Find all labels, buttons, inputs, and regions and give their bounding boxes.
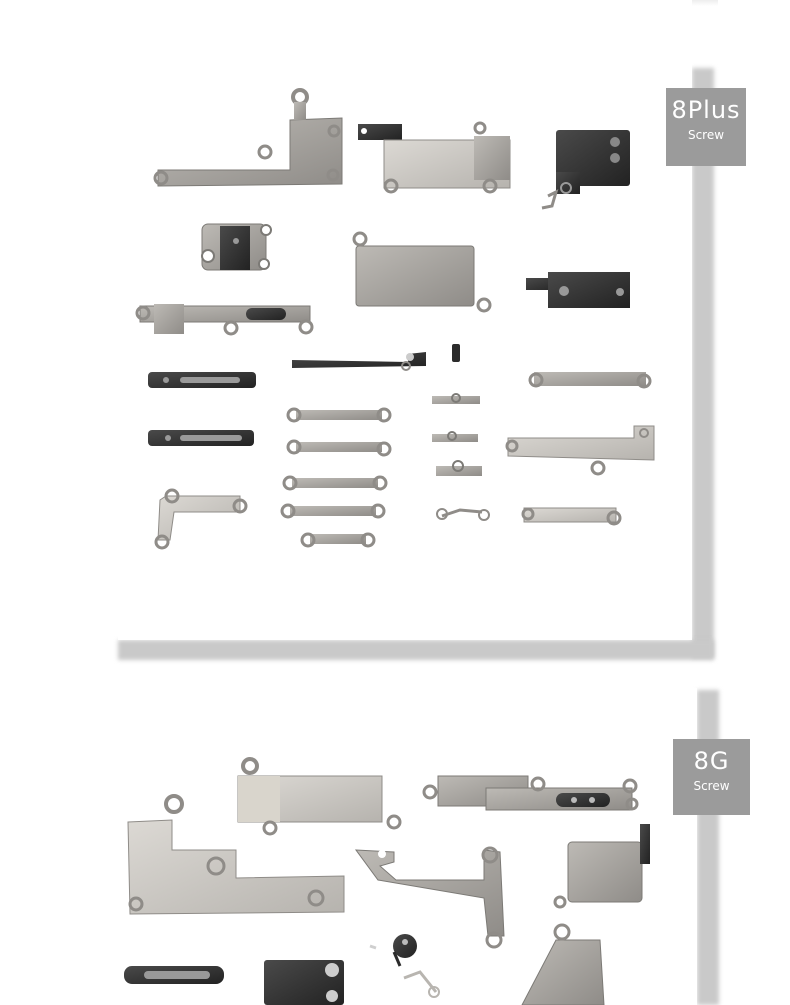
badge-subtitle: Screw [693,779,730,793]
metal-bracket-icon [286,439,392,457]
metal-bracket-icon [300,532,376,548]
metal-bracket-icon [292,352,426,371]
metal-bracket-icon [124,966,224,984]
metal-bracket-icon [352,231,492,313]
metal-bracket-icon [154,488,248,550]
metal-bracket-icon [432,393,480,404]
badge-subtitle: Screw [687,128,725,142]
metal-bracket-icon [135,304,314,336]
metal-bracket-icon [354,846,505,949]
metal-bracket-icon [264,960,344,1005]
metal-bracket-icon [148,372,256,388]
badge-title: 8Plus [671,96,741,124]
model-badge-8plus: 8Plus Screw [666,88,746,166]
model-badge-8g: 8G Screw [673,739,750,815]
metal-bracket-icon [436,460,482,476]
metal-bracket-icon [505,425,655,476]
metal-bracket-icon [521,923,605,1005]
metal-bracket-icon [526,272,630,308]
badge-title: 8G [693,747,730,775]
metal-bracket-icon [286,407,392,423]
metal-bracket-icon [422,775,639,811]
metal-bracket-icon [432,431,478,442]
metal-bracket-icon [553,824,650,909]
metal-bracket-icon [369,934,440,998]
metal-bracket-icon [153,88,343,187]
metal-bracket-icon [521,507,622,526]
metal-bracket-icon [237,757,402,836]
metal-bracket-icon [148,430,254,446]
metal-bracket-icon [282,475,388,491]
metal-bracket-icon [436,508,490,521]
metal-bracket-icon [127,794,345,915]
metal-bracket-icon [201,223,272,271]
panel-shadow-bottom [118,640,714,660]
metal-bracket-icon [280,503,386,519]
panel-shadow-right [692,68,714,658]
metal-bracket-icon [528,372,652,389]
screw-icon [452,344,460,362]
metal-bracket-icon [358,121,511,194]
metal-bracket-icon [541,130,630,210]
